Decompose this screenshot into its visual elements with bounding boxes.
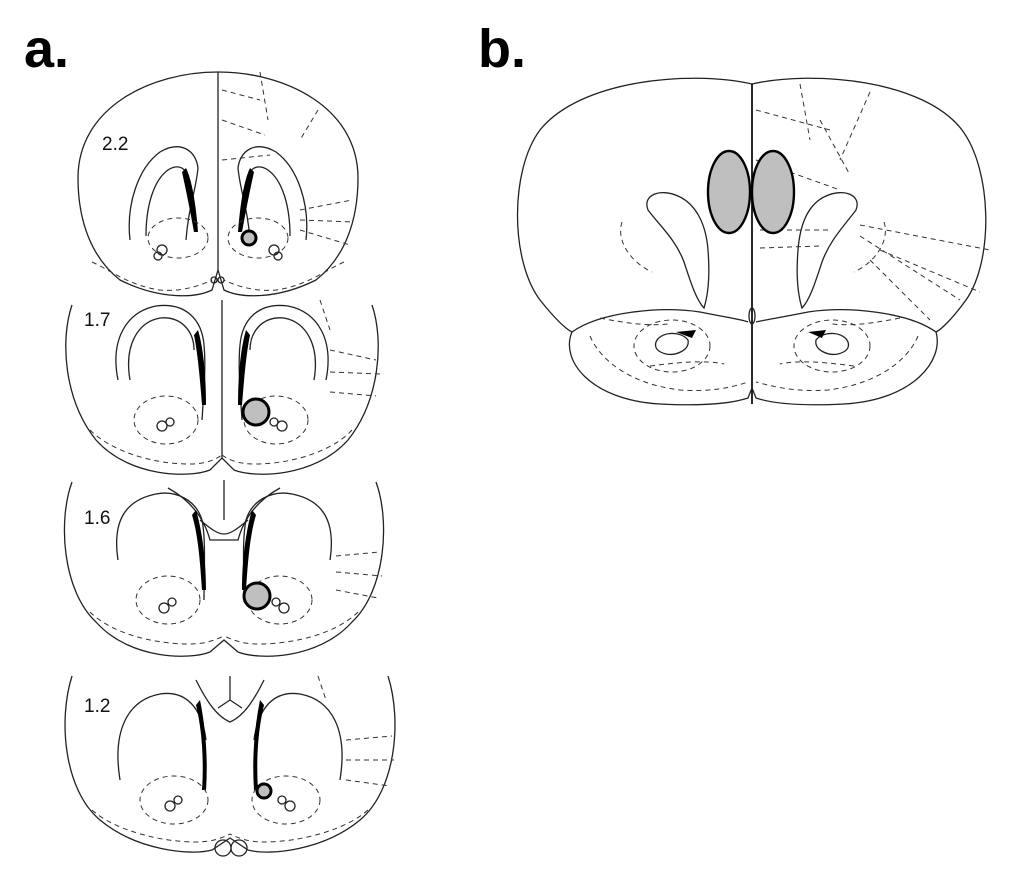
- lesion-marker-2-2: [240, 229, 258, 247]
- section-label-2-2: 2.2: [102, 134, 128, 155]
- lesion-marker-1-2: [255, 782, 273, 800]
- section-label-1-6: 1.6: [84, 508, 110, 529]
- lesion-marker-1-7: [241, 397, 271, 427]
- brain-section-schematic: [516, 77, 991, 406]
- brain-section-2-2: 2.2: [77, 71, 359, 297]
- section-label-1-2: 1.2: [84, 696, 110, 717]
- lesion-marker-right: [750, 149, 796, 235]
- lesion-marker-left: [706, 149, 752, 235]
- lesion-marker-1-6: [242, 581, 272, 611]
- brain-section-1-6: 1.6: [63, 480, 385, 657]
- panel-a-label: a.: [24, 19, 70, 79]
- brain-section-1-7: 1.7: [65, 299, 381, 475]
- panel-b-label: b.: [478, 19, 526, 79]
- section-label-1-7: 1.7: [84, 310, 110, 331]
- brain-section-1-2: 1.2: [64, 675, 396, 857]
